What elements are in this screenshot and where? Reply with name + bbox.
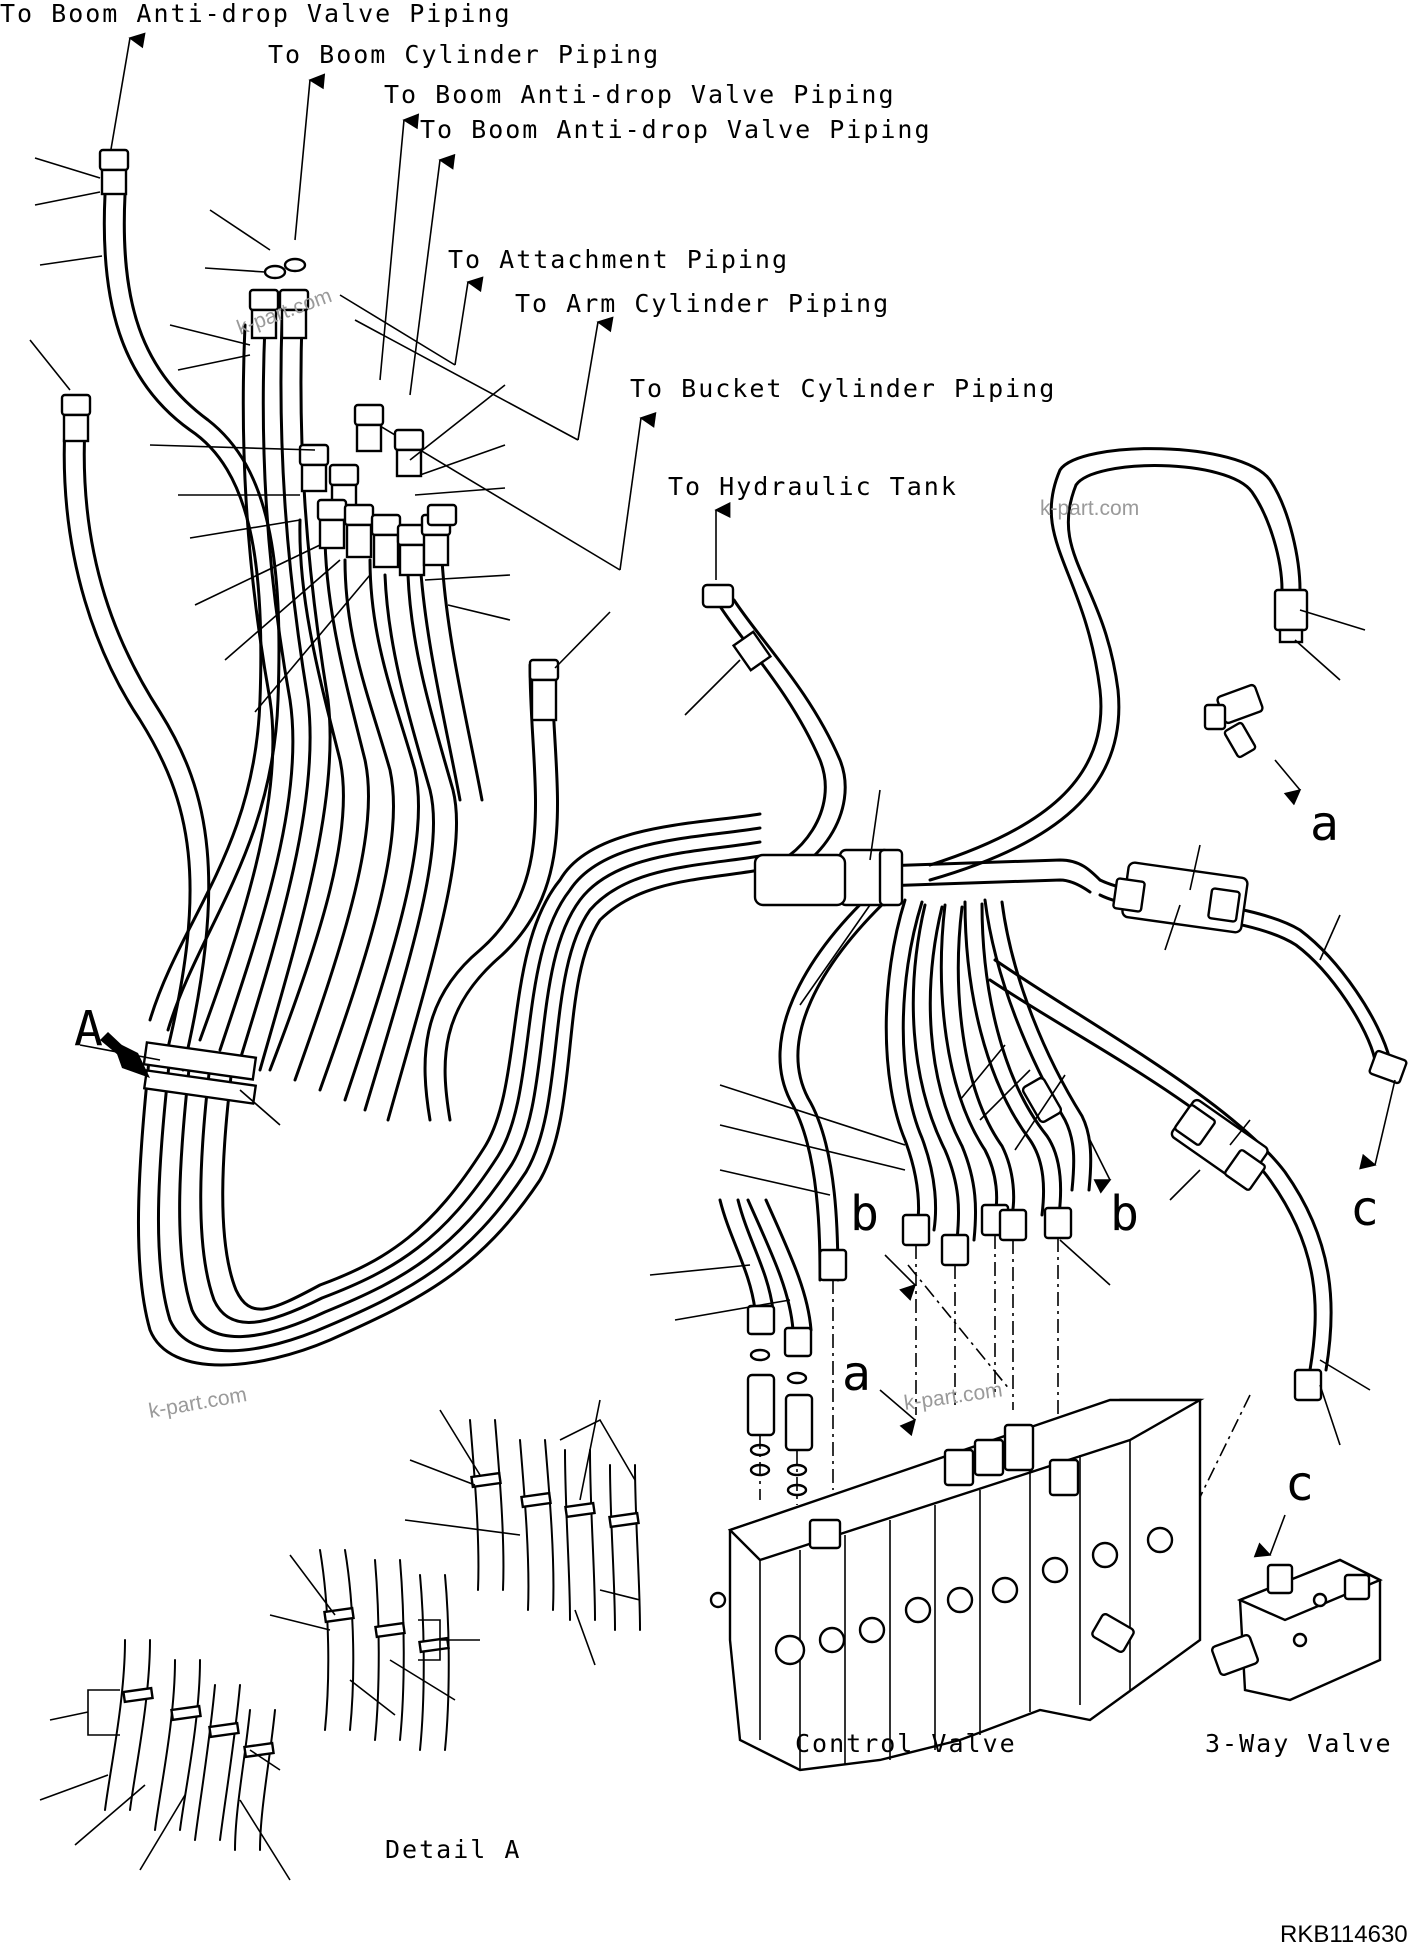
control-valve-label: Control Valve bbox=[795, 1729, 1017, 1758]
watermark-2: k-part.com bbox=[1040, 497, 1139, 520]
label-boom-antidrop-valve-1: To Boom Anti-drop Valve Piping bbox=[0, 0, 512, 28]
marker-c-valve: c bbox=[1285, 1456, 1314, 1512]
label-hydraulic-tank: To Hydraulic Tank bbox=[668, 472, 958, 501]
label-boom-antidrop-valve-3: To Boom Anti-drop Valve Piping bbox=[420, 115, 932, 144]
label-boom-antidrop-valve-2: To Boom Anti-drop Valve Piping bbox=[384, 80, 896, 109]
marker-c-right: c bbox=[1350, 1181, 1379, 1237]
view-a-arrow-tail bbox=[100, 1032, 125, 1055]
label-attachment: To Attachment Piping bbox=[448, 245, 789, 274]
label-arm-cylinder: To Arm Cylinder Piping bbox=[515, 289, 890, 318]
three-way-valve-body bbox=[1211, 1558, 1383, 1702]
drawing-code: RKB114630 bbox=[1280, 1921, 1408, 1948]
detail-a-label: Detail A bbox=[385, 1835, 521, 1864]
hose-bundle-left bbox=[62, 193, 762, 1367]
watermark-3: k-part.com bbox=[147, 1383, 249, 1423]
label-boom-cylinder: To Boom Cylinder Piping bbox=[268, 40, 660, 69]
marker-b-right: b bbox=[1110, 1186, 1139, 1242]
label-bucket-cylinder: To Bucket Cylinder Piping bbox=[630, 374, 1056, 403]
watermark-4: k-part.com bbox=[902, 1378, 1003, 1415]
elbow-fitting-a bbox=[1203, 683, 1264, 759]
leader-lines-right bbox=[649, 609, 1371, 1446]
marker-a-valve: a bbox=[842, 1346, 871, 1402]
marker-a-top: a bbox=[1310, 796, 1339, 852]
control-valve-body bbox=[709, 1398, 1205, 1772]
view-a-marker: A bbox=[74, 1001, 103, 1057]
three-way-valve-label: 3-Way Valve bbox=[1205, 1729, 1393, 1758]
marker-b-left: b bbox=[850, 1186, 879, 1242]
hose-bundle-right bbox=[701, 447, 1408, 1402]
detail-a-drawing bbox=[39, 1399, 641, 1881]
